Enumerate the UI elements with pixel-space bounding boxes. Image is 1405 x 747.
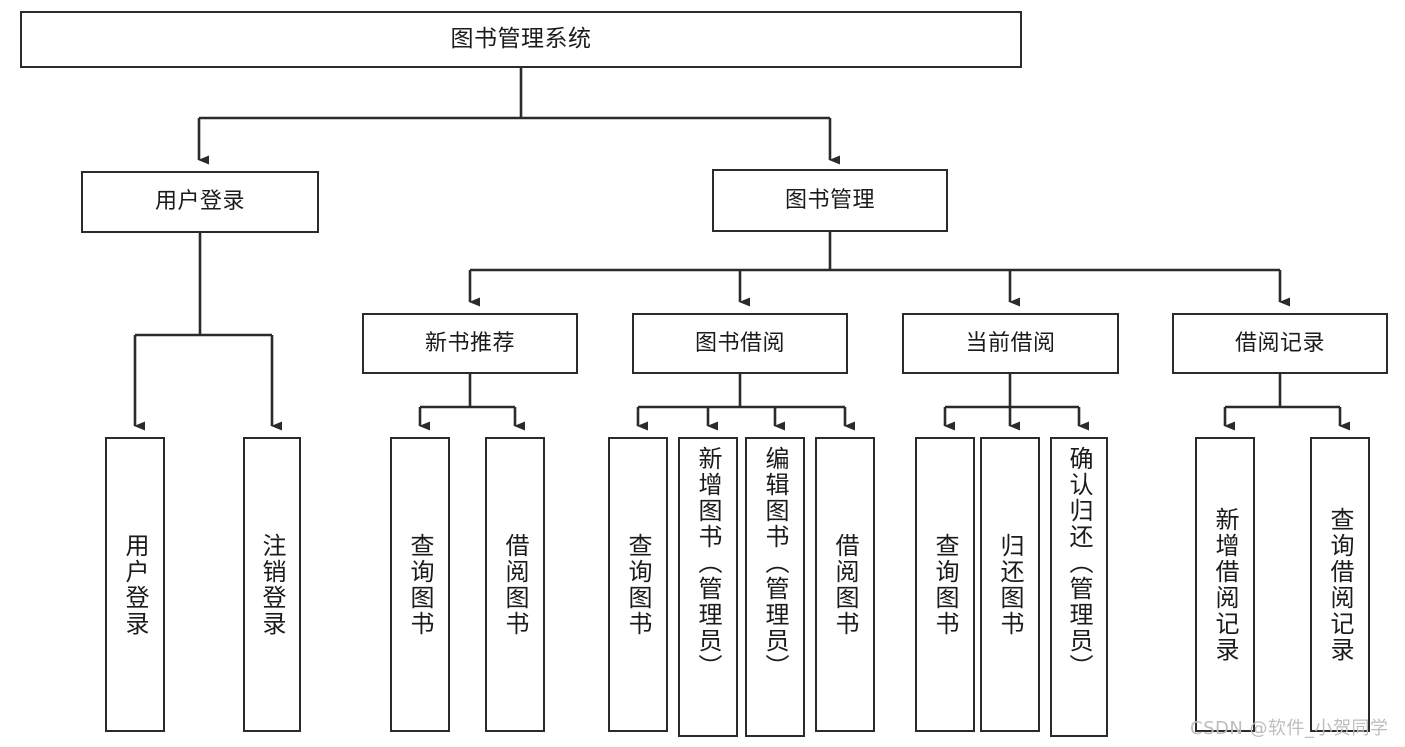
node-root-label: 图书管理系统 — [450, 26, 592, 53]
node-leaf-query-record[interactable]: 查询借阅记录 — [1310, 437, 1370, 732]
node-leaf-add-record-label: 新增借阅记录 — [1211, 506, 1239, 663]
node-leaf-query-record-label: 查询借阅记录 — [1326, 506, 1354, 663]
node-leaf-query-book-3-label: 查询图书 — [931, 532, 959, 637]
node-leaf-query-book-1[interactable]: 查询图书 — [390, 437, 450, 732]
node-leaf-add-book-label: 新增图书（管理员） — [694, 446, 722, 680]
node-leaf-return-book[interactable]: 归还图书 — [980, 437, 1040, 732]
node-borrow-record-label: 借阅记录 — [1234, 330, 1325, 356]
node-leaf-query-book-1-label: 查询图书 — [406, 532, 434, 637]
node-leaf-user-login[interactable]: 用户登录 — [105, 437, 165, 732]
node-leaf-borrow-book-2[interactable]: 借阅图书 — [815, 437, 875, 732]
node-leaf-return-book-label: 归还图书 — [996, 532, 1024, 637]
node-leaf-add-record[interactable]: 新增借阅记录 — [1195, 437, 1255, 732]
node-borrow-record[interactable]: 借阅记录 — [1172, 313, 1388, 374]
node-leaf-logout-login-label: 注销登录 — [258, 532, 286, 637]
node-leaf-edit-book[interactable]: 编辑图书（管理员） — [745, 437, 805, 737]
node-user-login[interactable]: 用户登录 — [81, 171, 319, 233]
node-leaf-borrow-book-2-label: 借阅图书 — [831, 532, 859, 637]
node-user-login-label: 用户登录 — [154, 189, 245, 215]
node-book-borrow[interactable]: 图书借阅 — [632, 313, 848, 374]
node-leaf-query-book-3[interactable]: 查询图书 — [915, 437, 975, 732]
node-leaf-borrow-book-1-label: 借阅图书 — [501, 532, 529, 637]
node-book-borrow-label: 图书借阅 — [694, 330, 785, 356]
node-leaf-user-login-label: 用户登录 — [121, 532, 149, 637]
node-leaf-confirm-return-label: 确认归还（管理员） — [1065, 446, 1093, 680]
node-root[interactable]: 图书管理系统 — [20, 11, 1022, 68]
node-leaf-logout-login[interactable]: 注销登录 — [243, 437, 301, 732]
node-leaf-confirm-return[interactable]: 确认归还（管理员） — [1050, 437, 1108, 737]
node-new-book-recommend-label: 新书推荐 — [424, 330, 515, 356]
watermark: CSDN @软件_小贺同学 — [1190, 718, 1389, 739]
node-leaf-borrow-book-1[interactable]: 借阅图书 — [485, 437, 545, 732]
node-leaf-edit-book-label: 编辑图书（管理员） — [761, 446, 789, 680]
node-current-borrow-label: 当前借阅 — [965, 330, 1056, 356]
node-new-book-recommend[interactable]: 新书推荐 — [362, 313, 578, 374]
node-leaf-add-book[interactable]: 新增图书（管理员） — [678, 437, 738, 737]
node-leaf-query-book-2[interactable]: 查询图书 — [608, 437, 668, 732]
node-book-management-label: 图书管理 — [784, 187, 875, 213]
node-current-borrow[interactable]: 当前借阅 — [902, 313, 1119, 374]
node-leaf-query-book-2-label: 查询图书 — [624, 532, 652, 637]
node-book-management[interactable]: 图书管理 — [712, 169, 948, 232]
